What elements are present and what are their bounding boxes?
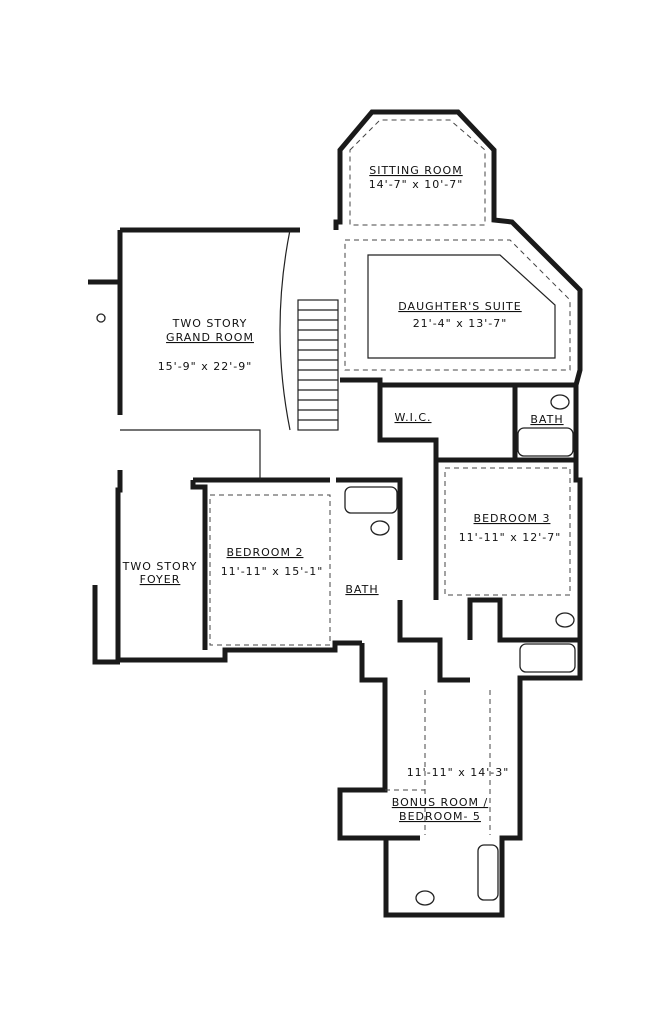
wic-label: W.I.C. [394,411,431,424]
bathtub-icon [517,427,574,457]
exterior-walls [88,109,583,918]
bonus-room-size: 11'-11" x 14'-3" [407,766,510,779]
bathtub-icon [477,844,499,901]
bathtub-icon [519,643,576,673]
fireplace-icon [96,313,106,323]
fixtures [96,313,576,906]
toilet-icon [555,612,575,628]
grand-room-name-2: GRAND ROOM [166,331,254,344]
sitting-room-size: 14'-7" x 10'-7" [369,178,464,191]
bonus-room-name-2: BEDROOM- 5 [399,810,481,823]
staircase [120,229,339,480]
daughters-suite-size: 21'-4" x 13'-7" [413,317,508,330]
bathtub-icon [344,486,398,514]
toilet-icon [415,890,435,906]
foyer-name-1: TWO STORY [122,560,198,573]
foyer-name-2: FOYER [140,573,181,586]
bedroom2-size: 11'-11" x 15'-1" [221,565,324,578]
ceiling-lines [209,119,571,835]
grand-room-name-1: TWO STORY [172,317,248,330]
grand-room-size: 15'-9" x 22'-9" [158,360,253,373]
toilet-icon [370,520,390,536]
room-labels: SITTING ROOM 14'-7" x 10'-7" DAUGHTER'S … [122,164,563,823]
suite-bath-label: BATH [530,413,563,426]
bedroom3-name: BEDROOM 3 [474,512,551,525]
bedroom3-size: 11'-11" x 12'-7" [459,531,562,544]
bonus-room-name-1: BONUS ROOM / [392,796,488,809]
sitting-room-name: SITTING ROOM [369,164,462,177]
daughters-suite-name: DAUGHTER'S SUITE [398,300,521,313]
bedroom2-name: BEDROOM 2 [227,546,304,559]
hall-bath-label: BATH [345,583,378,596]
toilet-icon [550,394,570,410]
